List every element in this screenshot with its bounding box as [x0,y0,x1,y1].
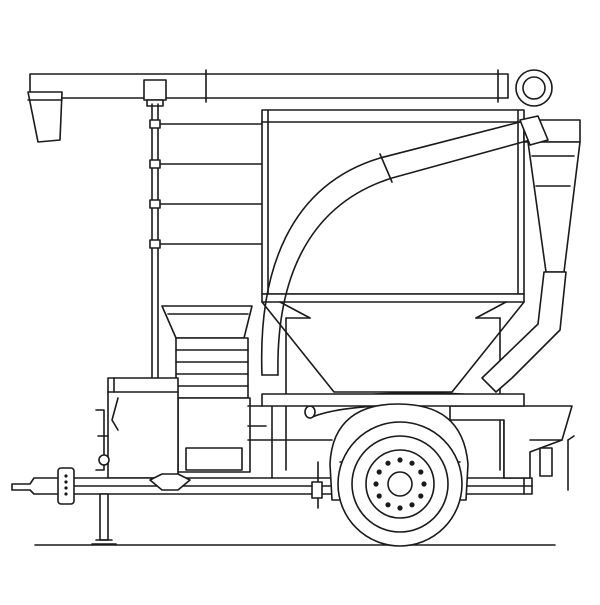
gearbox-housing [95,377,179,479]
wheel-lug-bolt [409,502,415,508]
wheel-lug-bolt [397,457,403,463]
wheel-lug-bolt [385,460,391,466]
side-ladder [149,103,263,396]
wheel-lug-bolt [385,502,391,508]
trailer-frame [11,393,575,509]
wheel-lug-bolt [418,469,424,475]
wheel-lug-bolt [376,493,382,499]
hammer-mill [175,337,267,473]
top-auger-tube [29,69,553,107]
wheel-lug-bolt [376,469,382,475]
wheel-lug-bolt [397,505,403,511]
discharge-spout [27,91,63,143]
jack-stand [91,493,117,545]
wheel-lug-bolt [421,481,427,487]
mixing-tank [261,109,525,471]
wheel-lug-bolt [409,460,415,466]
feed-hopper [161,305,253,339]
wheel-lug-bolt [418,493,424,499]
trailer-wheel [329,403,469,547]
blower-pipe [260,115,549,376]
wheel-lug-bolt [373,481,379,487]
